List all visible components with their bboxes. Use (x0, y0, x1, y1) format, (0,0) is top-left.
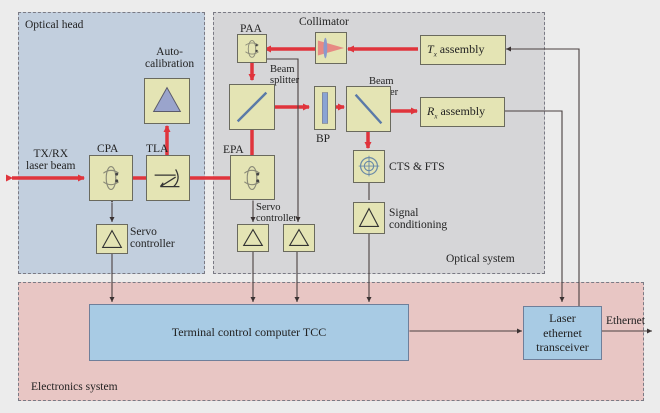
auto-calibration-label: Auto- calibration (145, 46, 195, 71)
gyro-icon (244, 165, 261, 191)
servo-controller-1-label: Servo controller (130, 226, 175, 251)
rx-assembly-label: Rx assembly (427, 103, 486, 121)
splitter-icon (354, 93, 383, 125)
epa-label: EPA (223, 144, 244, 156)
optical-head-label: Optical head (25, 19, 84, 31)
splitter-icon (236, 91, 268, 123)
bp-label: BP (316, 133, 331, 145)
epa-box[interactable] (230, 155, 275, 200)
servo-controller-1-box[interactable] (96, 224, 128, 254)
prism-icon (152, 86, 182, 112)
rx-assembly-box[interactable]: Rx assembly (420, 97, 505, 127)
electronics-system-label: Electronics system (31, 381, 118, 393)
gyro-icon (245, 40, 259, 58)
collimator-box[interactable] (315, 32, 347, 64)
mirror-icon (154, 169, 180, 188)
ethernet-label: Ethernet (606, 315, 645, 327)
tla-label: TLA (146, 143, 169, 155)
tla-box[interactable] (146, 155, 190, 201)
triangle-icon (288, 228, 310, 246)
beam-splitter-1-label: Beam splitter (270, 64, 300, 87)
triangle-icon (358, 207, 380, 227)
signal-conditioning-box[interactable] (353, 202, 385, 234)
auto-calibration-box[interactable] (144, 78, 190, 124)
target-icon (358, 155, 380, 177)
transceiver-label: Laser ethernet transceiver (536, 311, 589, 355)
lens-icon (317, 37, 345, 59)
servo-controller-2-label: Servo controller (256, 202, 297, 225)
tx-assembly-label: Tx assembly (427, 41, 485, 59)
cts-fts-box[interactable] (353, 150, 385, 183)
beam-splitter-1-box[interactable] (229, 84, 275, 130)
triangle-icon (101, 229, 123, 248)
filter-icon (322, 92, 328, 124)
beam-splitter-2-box[interactable] (346, 86, 391, 132)
optical-system-label: Optical system (446, 253, 515, 265)
tx-assembly-box[interactable]: Tx assembly (420, 35, 506, 65)
triangle-icon (242, 228, 264, 246)
cpa-label: CPA (97, 143, 119, 155)
collimator-label: Collimator (299, 16, 349, 28)
paa-label: PAA (240, 23, 262, 35)
txrx-beam-label: TX/RX laser beam (26, 148, 76, 173)
servo-controller-3-box[interactable] (283, 224, 315, 252)
cts-fts-label: CTS & FTS (389, 161, 445, 173)
signal-conditioning-label: Signal conditioning (389, 207, 448, 232)
cpa-box[interactable] (89, 155, 133, 201)
bp-box[interactable] (314, 86, 336, 130)
gyro-icon (103, 165, 119, 191)
laser-ethernet-transceiver-block[interactable]: Laser ethernet transceiver (523, 306, 602, 360)
tcc-label: Terminal control computer TCC (171, 325, 327, 340)
paa-box[interactable] (237, 34, 267, 63)
servo-controller-2-box[interactable] (237, 224, 269, 252)
tcc-block[interactable]: Terminal control computer TCC (89, 304, 409, 361)
